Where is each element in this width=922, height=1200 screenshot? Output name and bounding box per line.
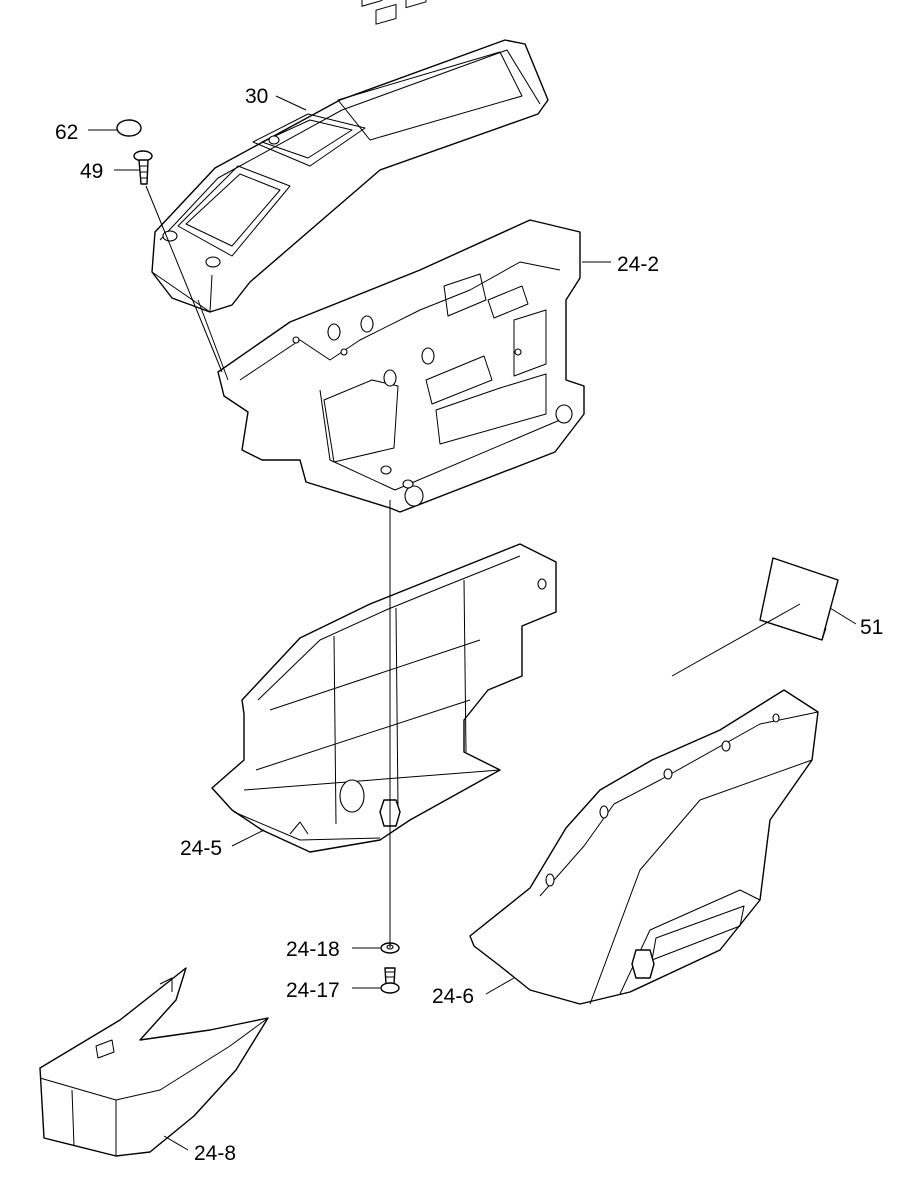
part-49-screw[interactable] xyxy=(133,150,153,185)
label-24-18: 24-18 xyxy=(286,938,340,961)
assembly-line-49 xyxy=(145,185,223,373)
leader-24-5 xyxy=(231,829,265,847)
part-24-8-bin[interactable] xyxy=(39,967,269,1157)
part-24-6-lower-cover[interactable] xyxy=(469,689,819,1005)
assembly-line-30 xyxy=(197,299,229,381)
leader-24-8 xyxy=(163,1135,189,1151)
label-62: 62 xyxy=(55,121,78,144)
part-30-console-cover[interactable] xyxy=(151,0,549,313)
leader-24-6 xyxy=(485,977,515,995)
leader-30 xyxy=(275,95,307,111)
label-30: 30 xyxy=(245,85,268,108)
part-24-17-bolt[interactable] xyxy=(380,967,400,994)
part-51-plate[interactable] xyxy=(759,557,839,641)
assembly-line-51 xyxy=(671,603,801,677)
leader-51 xyxy=(829,607,857,625)
part-62-cap[interactable] xyxy=(116,119,142,137)
label-49: 49 xyxy=(80,160,103,183)
label-24-17: 24-17 xyxy=(286,979,340,1002)
part-24-2-bracket[interactable] xyxy=(217,219,585,513)
part-24-5-lower-cover[interactable] xyxy=(211,543,557,853)
label-24-5: 24-5 xyxy=(180,837,222,860)
label-24-2: 24-2 xyxy=(617,253,659,276)
label-24-6: 24-6 xyxy=(432,985,474,1008)
label-24-8: 24-8 xyxy=(194,1142,236,1165)
label-51: 51 xyxy=(860,616,883,639)
